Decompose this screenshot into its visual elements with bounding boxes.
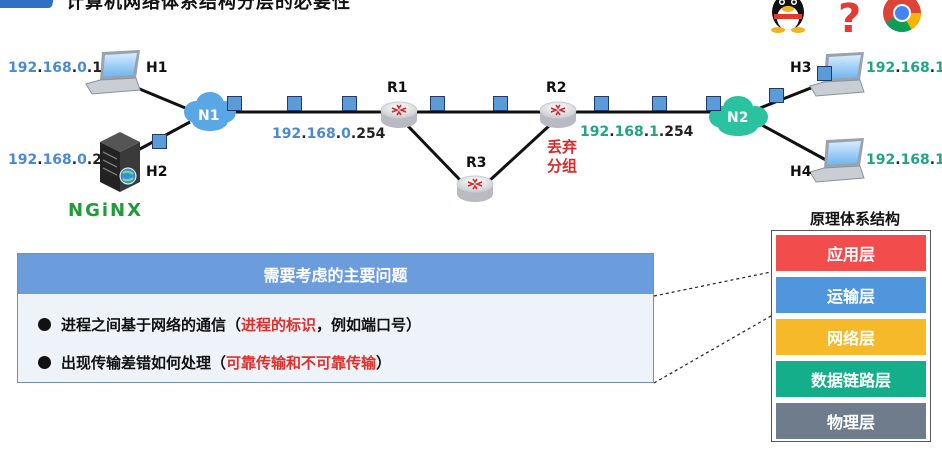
router-r1-label: R1 <box>387 80 408 96</box>
router-r3-label: R3 <box>466 155 487 171</box>
cloud-n1-icon <box>184 92 236 131</box>
packet-icon <box>652 96 667 111</box>
packet-icon <box>227 96 242 111</box>
svg-text:?: ? <box>838 0 861 42</box>
host-h1-label: H1 <box>146 60 168 76</box>
links <box>129 80 827 184</box>
issue-item: 出现传输差错如何处理（可靠传输和不可靠传输） <box>38 352 391 373</box>
router-r2-label: R2 <box>546 80 567 96</box>
bullet-icon <box>38 318 51 331</box>
network-n1-label: N1 <box>198 108 220 124</box>
h2-ip-address: 192.168.0.2 <box>8 152 102 168</box>
layer-data-link: 数据链路层 <box>776 361 926 397</box>
issues-header: 需要考虑的主要问题 <box>18 254 653 294</box>
host-h3-label: H3 <box>790 60 812 76</box>
chrome-icon <box>883 0 921 33</box>
h1-ip-address: 192.168.0.1 <box>8 60 102 76</box>
question-mark-icon: ? <box>838 0 861 42</box>
link-h1-n1 <box>129 83 196 114</box>
layer-stack: 应用层 运输层 网络层 数据链路层 物理层 <box>771 230 931 442</box>
cloud-n2-icon <box>709 96 768 136</box>
h3-ip-address: 192.168.1 <box>866 60 942 76</box>
bullet-icon <box>38 356 51 369</box>
router-r3-icon <box>456 175 494 202</box>
packet-icon <box>342 96 357 111</box>
connector-transport <box>653 315 772 384</box>
host-h2-label: H2 <box>146 164 168 180</box>
issues-box: 需要考虑的主要问题 进程之间基于网络的通信（进程的标识，例如端口号） 出现传输差… <box>17 253 654 383</box>
packet-icon <box>287 96 302 111</box>
packet-icon <box>152 134 167 149</box>
nginx-logo: NGiNX <box>68 200 143 221</box>
router-r1-icon <box>380 101 418 128</box>
layers-title: 原理体系结构 <box>809 210 900 228</box>
r1-ip-address: 192.168.0.254 <box>272 126 386 142</box>
laptop-h4-icon <box>809 138 865 183</box>
discard-line-1: 丢弃 <box>546 138 577 156</box>
layer-physical: 物理层 <box>776 403 926 439</box>
layer-transport: 运输层 <box>776 277 926 313</box>
laptop-h3-icon <box>809 52 865 97</box>
server-h2-icon <box>100 132 140 192</box>
packet-icon <box>493 96 508 111</box>
network-n2-label: N2 <box>727 110 749 126</box>
laptop-h1-icon <box>85 50 141 95</box>
link-r2-r3 <box>486 123 552 184</box>
packet-icon <box>769 88 784 103</box>
packet-icon <box>817 66 832 81</box>
link-r1-r3 <box>405 123 464 184</box>
discard-packet-note: 丢弃 分组 <box>546 138 578 176</box>
h4-ip-address: 192.168.1 <box>866 152 942 168</box>
packet-icon <box>594 96 609 111</box>
qq-penguin-icon <box>771 0 805 33</box>
router-r2-icon <box>539 101 577 128</box>
link-n2-h4 <box>759 122 827 162</box>
packet-icon <box>706 96 721 111</box>
issue-item: 进程之间基于网络的通信（进程的标识，例如端口号） <box>38 314 421 335</box>
slide-title: 计算机网络体系结构分层的必要性 <box>66 0 351 13</box>
layer-application: 应用层 <box>776 235 926 271</box>
connector-application <box>653 271 772 297</box>
layer-network: 网络层 <box>776 319 926 355</box>
r2-ip-address: 192.168.1.254 <box>580 124 694 140</box>
host-h4-label: H4 <box>790 164 812 180</box>
discard-line-2: 分组 <box>546 157 577 175</box>
packet-icon <box>430 96 445 111</box>
